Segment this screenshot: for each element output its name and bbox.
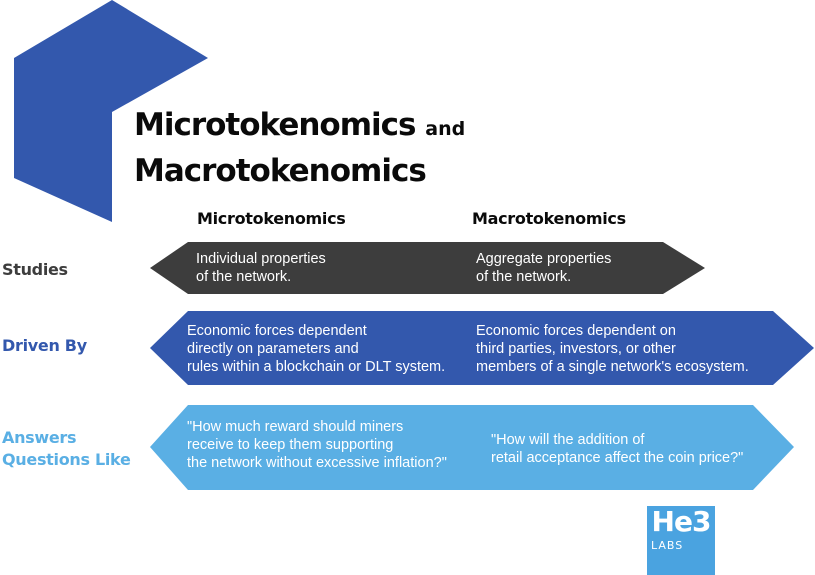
answers-band: [150, 405, 794, 490]
answers-macro-text: "How will the addition of retail accepta…: [491, 432, 744, 466]
title-line2: Macrotokenomics: [134, 153, 427, 189]
he3-logo-box: [647, 506, 715, 575]
driven-by-band: [150, 311, 814, 385]
he3-logo-text: He3: [651, 505, 712, 538]
driven-by-macro-text: Economic forces dependent on third parti…: [476, 323, 749, 375]
answers-micro-text: "How much reward should miners receive t…: [187, 419, 447, 471]
decorative-hexagon: [14, 0, 208, 222]
row-label-driven-by: Driven By: [2, 336, 87, 355]
column-header-micro: Microtokenomics: [197, 209, 346, 228]
row-label-studies: Studies: [2, 260, 68, 279]
column-header-macro: Macrotokenomics: [472, 209, 626, 228]
row-label-answers: Answers Questions Like: [2, 428, 131, 469]
studies-micro-text: Individual properties of the network.: [196, 251, 326, 285]
studies-band: [150, 242, 705, 294]
page-title: Microtokenomics and Macrotokenomics: [134, 104, 554, 192]
driven-by-micro-text: Economic forces dependent directly on pa…: [187, 323, 446, 375]
studies-macro-text: Aggregate properties of the network.: [476, 251, 612, 285]
labs-logo-text: LABS: [651, 539, 684, 552]
title-line1-small: and: [425, 118, 466, 140]
title-line1-main: Microtokenomics: [134, 107, 416, 143]
